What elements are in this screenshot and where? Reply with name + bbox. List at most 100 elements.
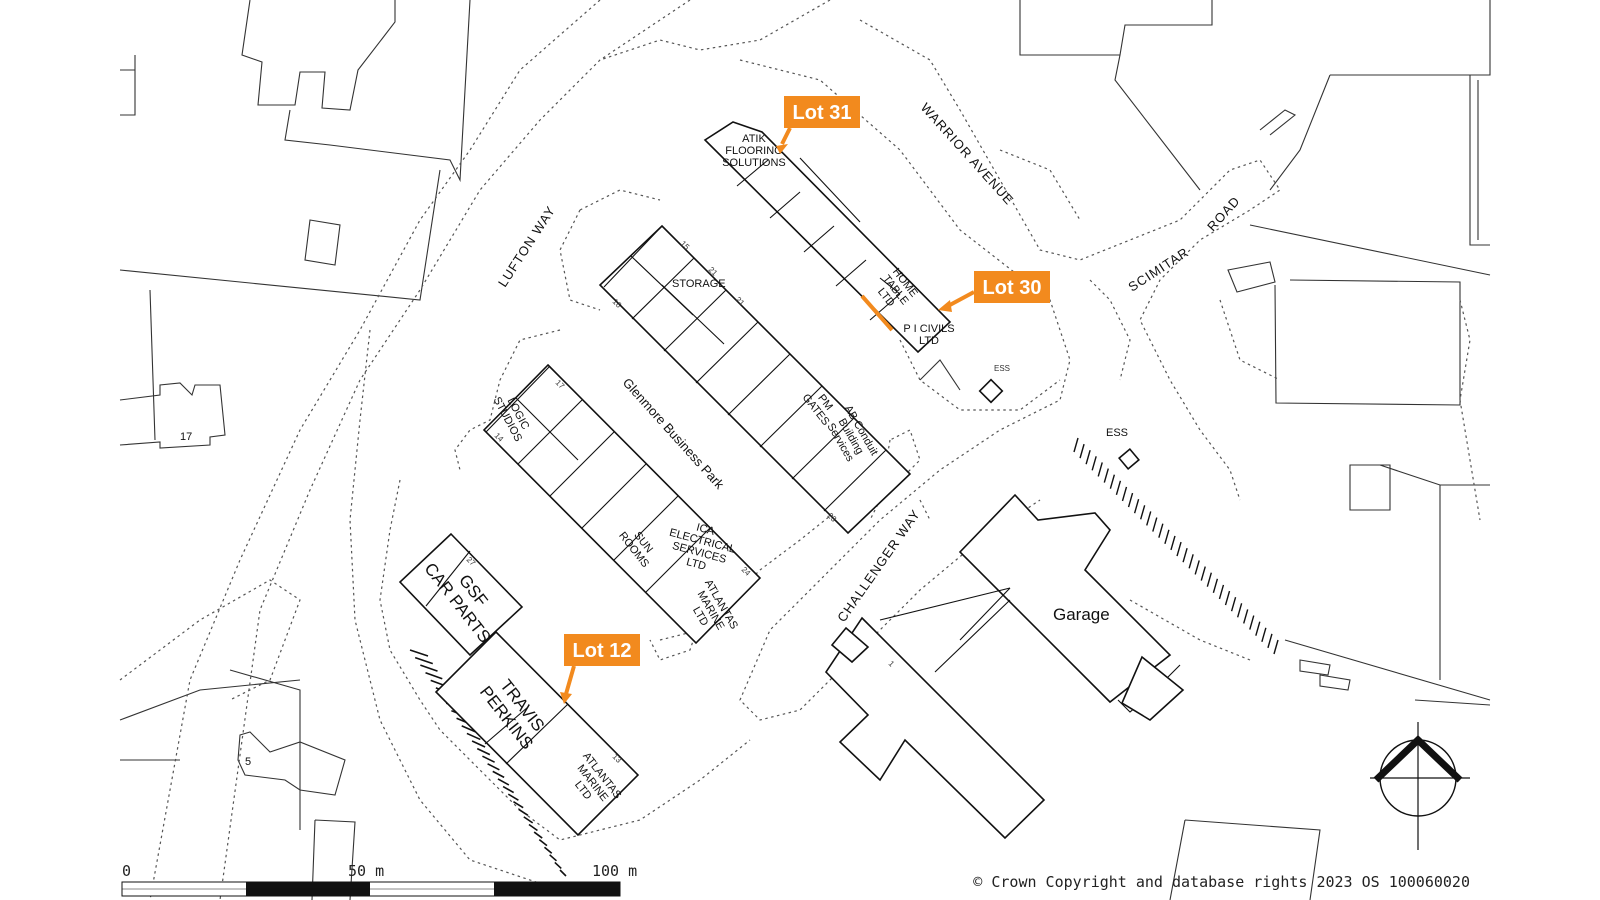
kerb-hatch-mark [1146, 511, 1152, 526]
parking-hatch-mark [487, 763, 500, 771]
scale-label-mid: 50 m [348, 862, 384, 880]
building-lower-block [824, 587, 1046, 840]
kerb-hatch-mark [1139, 505, 1146, 520]
road-label-lufton-way: LUFTON WAY [495, 203, 559, 290]
occupant-atik-flooring: ATIK FLOORING SOLUTIONS [722, 133, 786, 169]
kerb-hatch-mark [1194, 560, 1200, 575]
building-block-south [398, 532, 640, 837]
building-garage [958, 493, 1185, 721]
scale-label-zero: 0 [122, 862, 131, 880]
occupant-pi-civils: P I CIVILS LTD [903, 323, 954, 347]
kerb-hatch-mark [1176, 541, 1182, 557]
kerb-hatch-mark [1158, 523, 1164, 538]
ess-label-large: ESS [1106, 427, 1128, 439]
parking-hatch-mark [559, 869, 567, 877]
kerb-hatch-mark [1206, 572, 1213, 587]
lot-12-callout[interactable]: Lot 12 [560, 634, 640, 704]
parking-hatch-mark [518, 808, 529, 816]
parking-hatch-mark [528, 823, 538, 832]
lot-31-arrow [780, 127, 792, 145]
kerb-hatch-mark [1133, 499, 1140, 514]
kerb-hatch-mark [1212, 578, 1219, 593]
kerb-hatch-mark [1188, 554, 1194, 569]
house-number-17: 17 [180, 431, 192, 443]
kerb-hatch-mark [1109, 474, 1116, 489]
parking-hatch-mark [549, 854, 558, 862]
background-property-lines [119, 0, 1491, 900]
lot-30-badge[interactable] [974, 271, 1050, 303]
garage-label: Garage [1053, 605, 1110, 624]
lot-31-label: Lot 31 [793, 102, 852, 124]
road-label-scimitar: SCIMITAR [1125, 244, 1191, 294]
building-block-north [703, 121, 952, 354]
kerb-hatch-mark [1097, 462, 1103, 477]
kerb-hatch-mark [1103, 468, 1109, 483]
parking-hatch-mark [538, 839, 548, 847]
parking-hatch-mark [523, 816, 534, 824]
kerb-hatch-mark [1261, 627, 1267, 642]
arrow-head-icon [560, 692, 572, 704]
occupant-line: ATIK [742, 133, 766, 145]
kerb-hatch-mark [1170, 535, 1176, 551]
parking-hatch-mark [513, 801, 524, 809]
scale-bar: 0 50 m 100 m [121, 862, 637, 897]
kerb-hatch-mark [1243, 609, 1249, 624]
lot-30-callout[interactable]: Lot 30 [860, 271, 1050, 332]
occupant-line: LTD [685, 556, 707, 573]
kerb-hatch-mark [1230, 596, 1237, 612]
kerb-hatch-mark [1255, 621, 1261, 636]
lot-12-badge[interactable] [564, 634, 640, 666]
lot-30-arrow [947, 290, 975, 308]
kerb-hatch-mark [1236, 603, 1243, 618]
arrow-head-icon [776, 144, 788, 154]
parking-hatch-mark [425, 672, 443, 680]
occupant-line: SOLUTIONS [722, 157, 786, 169]
parking-hatch-mark [476, 747, 491, 756]
kerb-hatching [1073, 437, 1279, 655]
road-label-warrior-avenue: WARRIOR AVENUE [918, 100, 1017, 208]
kerb-hatch-mark [1182, 547, 1188, 563]
parking-hatch-mark [492, 770, 505, 779]
lot-31-badge[interactable] [784, 96, 860, 128]
occupant-line: ICA [695, 522, 716, 539]
kerb-hatch-mark [1121, 486, 1128, 502]
building-block-storage [598, 224, 912, 535]
scale-label-max: 100 m [592, 862, 637, 880]
building-block-logic [482, 363, 762, 645]
ess-structure-small [978, 378, 1004, 404]
house-number-5: 5 [245, 756, 251, 768]
kerb-hatch-mark [1079, 443, 1085, 459]
kerb-hatch-mark [1267, 633, 1273, 649]
kerb-hatch-mark [1091, 456, 1097, 471]
kerb-hatch-mark [1200, 566, 1206, 581]
ess-label-small: ESS [994, 364, 1010, 373]
occupant-line: FLOORING [725, 145, 782, 157]
lot-31-callout[interactable]: Lot 31 [776, 96, 860, 154]
kerb-hatch-mark [1073, 437, 1079, 453]
kerb-hatch-mark [1273, 639, 1279, 655]
parking-hatch-mark [502, 785, 515, 794]
occupant-storage: STORAGE [672, 278, 726, 290]
kerb-hatch-mark [1115, 480, 1122, 496]
kerb-hatch-mark [1085, 450, 1091, 465]
north-arrow-icon [1370, 722, 1470, 850]
parking-hatch-mark [554, 861, 562, 869]
parking-hatch-mark [466, 732, 481, 741]
lot-12-arrow [564, 665, 576, 695]
parking-hatch-mark [409, 649, 429, 657]
occupant-line: LTD [919, 335, 939, 347]
occupant-line: P I CIVILS [903, 323, 954, 335]
parking-hatch-mark [414, 656, 434, 665]
lot-30-label: Lot 30 [983, 277, 1042, 299]
lot-30-highlight-edge [860, 294, 894, 332]
kerb-hatch-mark [1218, 584, 1225, 600]
arrow-head-icon [938, 300, 952, 312]
kerb-hatch-mark [1127, 492, 1134, 508]
parking-hatch-mark [507, 793, 519, 801]
ess-structure-large [1118, 448, 1140, 470]
kerb-hatch-mark [1224, 590, 1231, 606]
parking-hatch-mark [461, 725, 476, 733]
parking-hatch-mark [471, 740, 486, 748]
kerb-hatch-mark [1152, 517, 1158, 532]
